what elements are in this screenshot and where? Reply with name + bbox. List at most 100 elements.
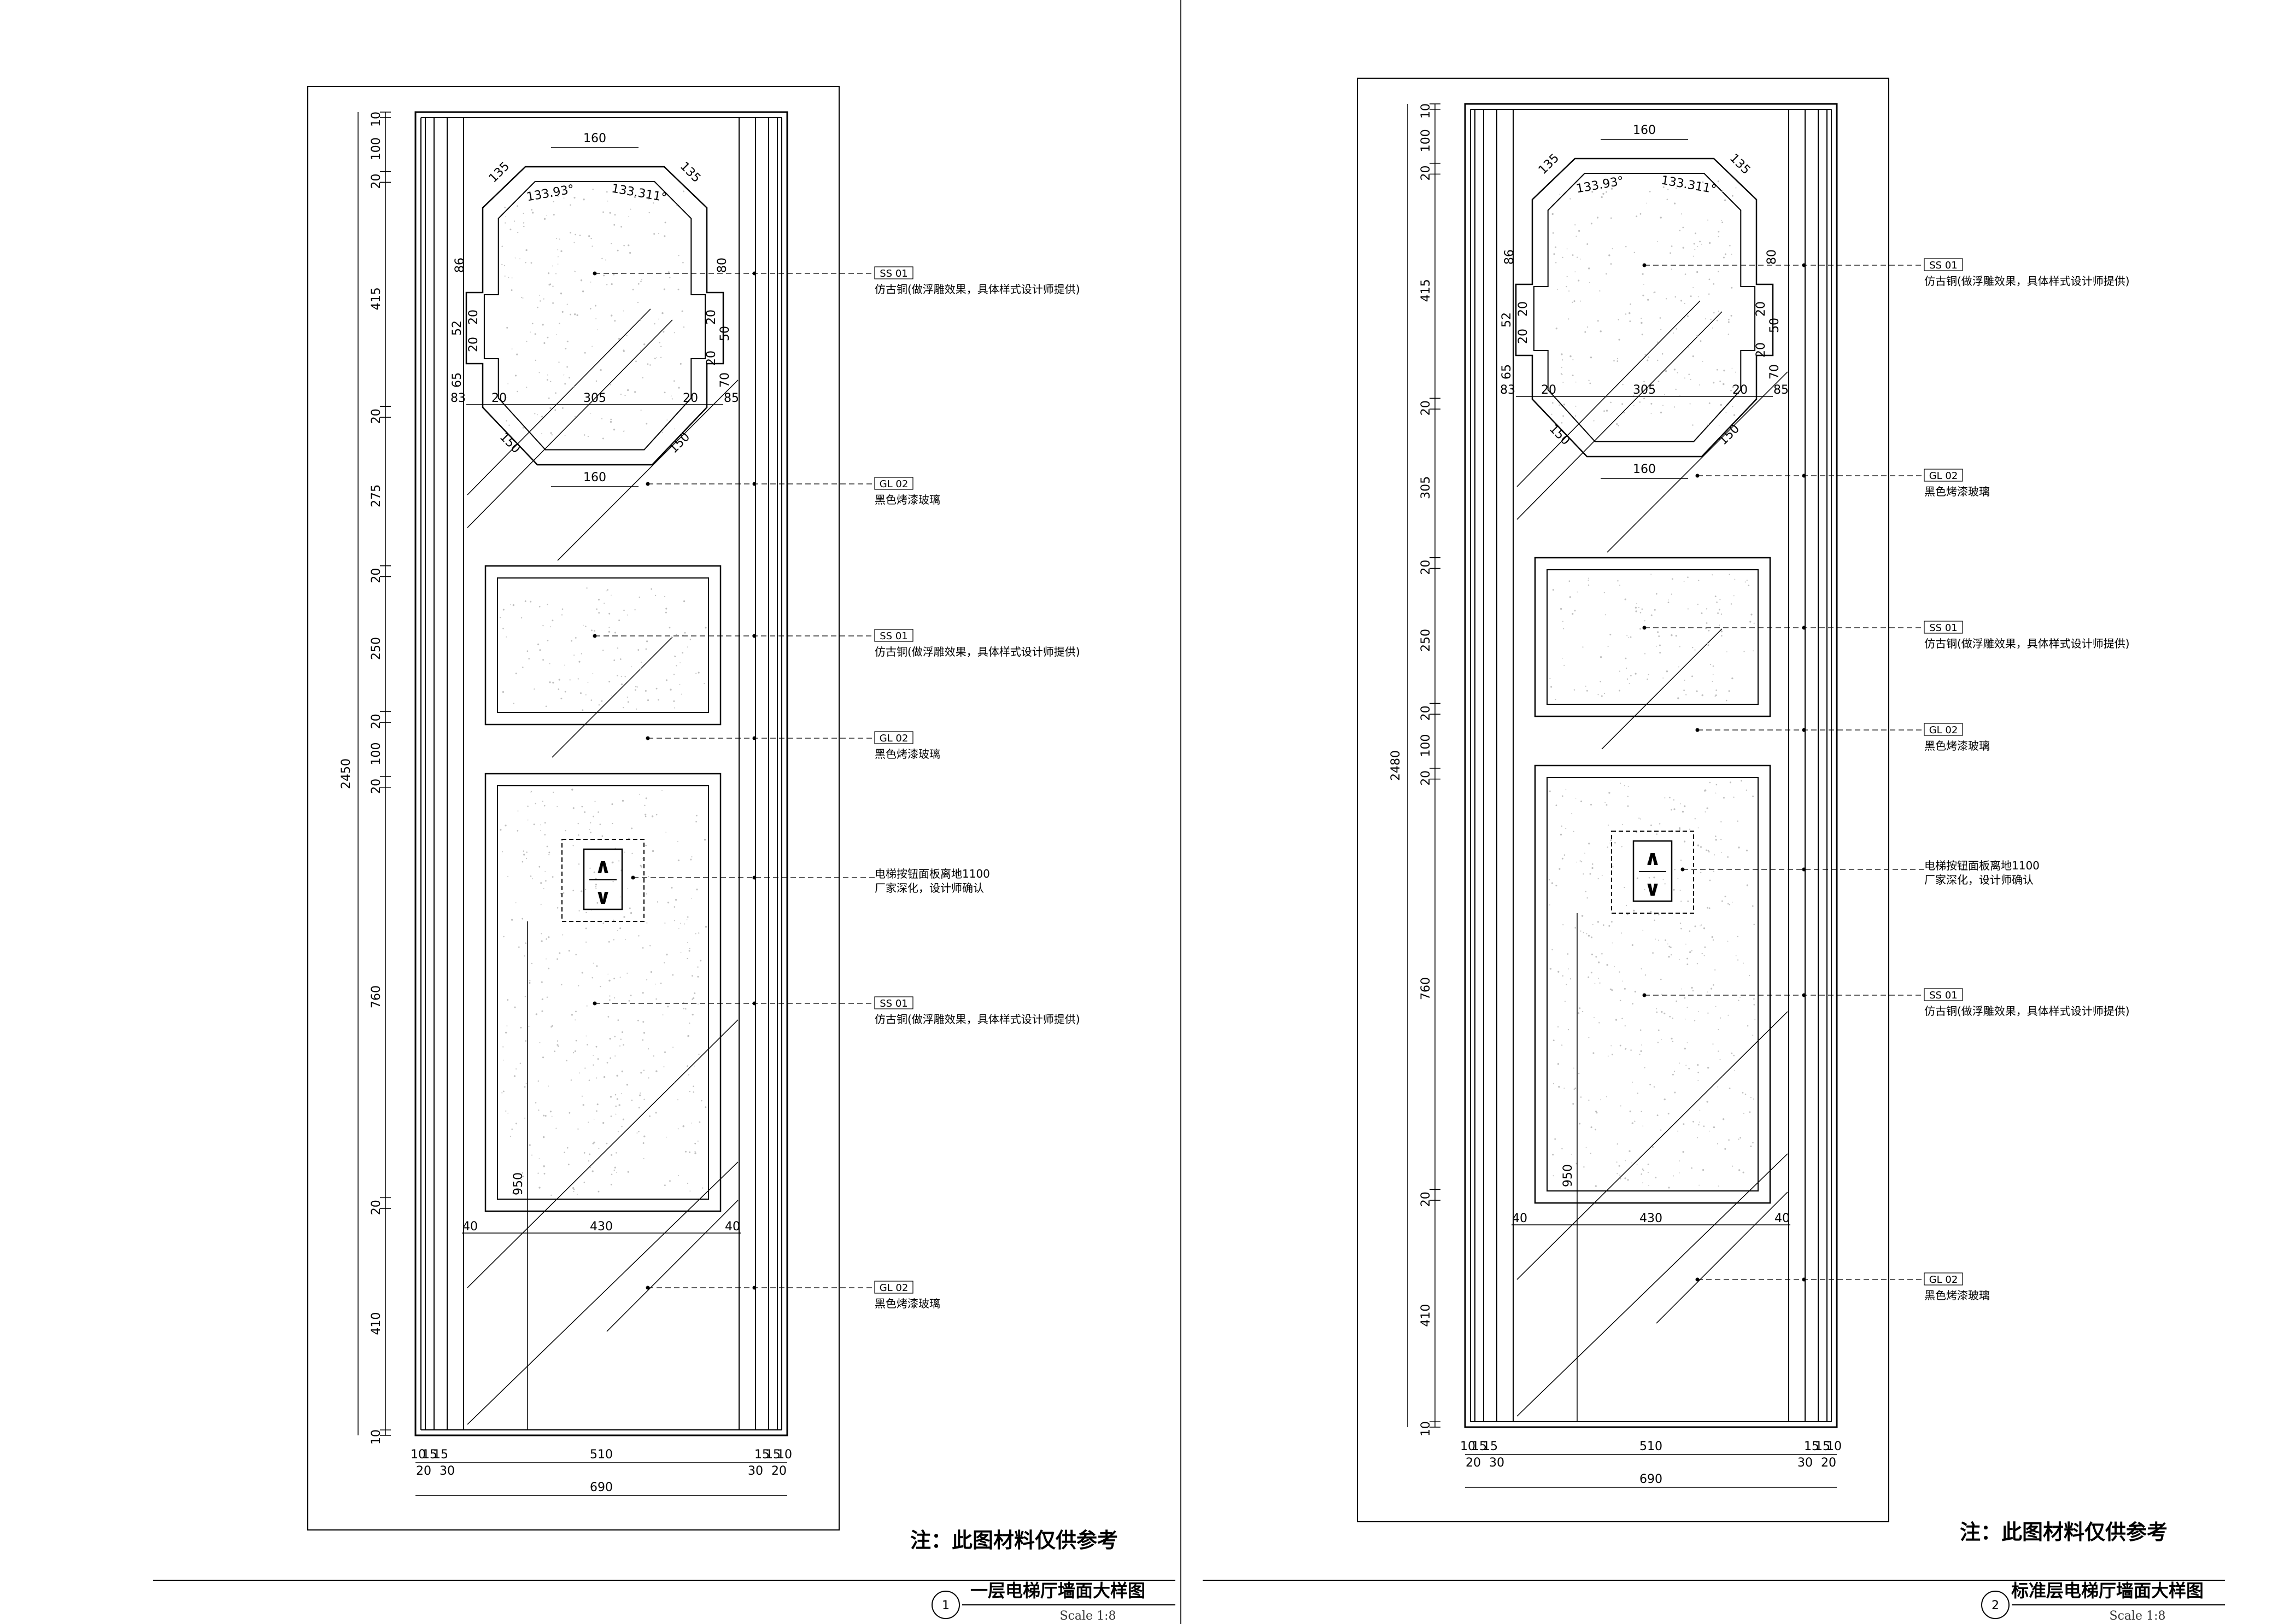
stone-speck [510, 604, 512, 605]
stone-speck [1700, 925, 1701, 927]
stone-speck [515, 1123, 517, 1125]
stone-speck [1639, 628, 1641, 630]
stone-speck [1569, 198, 1571, 200]
stone-speck [1708, 907, 1711, 909]
stone-speck [1629, 1150, 1631, 1152]
stone-speck [660, 346, 662, 347]
stone-speck [1655, 938, 1656, 940]
up-arrow-icon: ∧ [1644, 846, 1661, 870]
stone-speck [1601, 874, 1603, 876]
stone-speck [617, 675, 618, 676]
stone-speck [588, 1121, 589, 1123]
stone-speck [1622, 980, 1624, 982]
stone-speck [1620, 1105, 1621, 1107]
stone-speck [565, 829, 566, 832]
stone-speck [667, 901, 670, 904]
stone-speck [560, 697, 563, 699]
stone-speck [632, 289, 634, 291]
stone-speck [557, 806, 558, 807]
stone-speck [1561, 1148, 1563, 1149]
stone-speck [612, 822, 613, 825]
stone-speck [562, 934, 564, 936]
stone-speck [1679, 890, 1681, 891]
stone-speck [619, 927, 622, 930]
stone-speck [619, 896, 621, 898]
stone-speck [537, 1172, 539, 1174]
stone-speck [1653, 859, 1655, 861]
stone-speck [1574, 610, 1576, 612]
stone-speck [631, 852, 633, 854]
stone-speck [1691, 646, 1694, 649]
stone-speck [1650, 824, 1652, 826]
stone-speck [634, 196, 636, 198]
stone-speck [611, 283, 613, 285]
stone-speck [1574, 1087, 1577, 1089]
stone-speck [658, 233, 659, 235]
middle-panel-inner [1547, 569, 1759, 705]
stone-speck [635, 686, 637, 688]
stone-speck [1700, 340, 1702, 342]
stone-speck [1659, 823, 1661, 825]
stone-speck [1712, 984, 1714, 986]
stone-speck [1673, 1175, 1674, 1177]
stone-speck [676, 634, 677, 635]
stone-speck [1718, 1029, 1719, 1030]
stone-speck [1607, 646, 1609, 647]
dim-left-segment: 20 [1419, 560, 1433, 575]
stone-speck [635, 360, 637, 363]
stone-speck [1667, 1113, 1670, 1115]
stone-speck [572, 807, 575, 809]
stone-speck [537, 1080, 539, 1082]
stone-speck [624, 851, 625, 853]
stone-speck [593, 962, 594, 964]
stone-speck [1638, 606, 1639, 608]
dim-octagon-right-50: 50 [1768, 318, 1782, 333]
stone-speck [522, 861, 524, 863]
stone-speck [1712, 681, 1713, 682]
stone-speck [1679, 922, 1682, 924]
octagon-stone-texture [501, 189, 685, 441]
stone-speck [1679, 395, 1680, 396]
stone-speck [1696, 690, 1698, 692]
stone-speck [564, 435, 566, 436]
stone-speck [1616, 423, 1618, 425]
stone-speck [569, 679, 571, 681]
stone-speck [585, 1035, 587, 1037]
stone-speck [1668, 956, 1670, 958]
stone-speck [1696, 335, 1698, 337]
dim-octagon-right-20b: 20 [705, 350, 718, 366]
stone-speck [503, 1090, 505, 1093]
stone-speck [670, 636, 672, 638]
stone-speck [1619, 1175, 1621, 1176]
dim-left-segment: 10 [1419, 1421, 1433, 1436]
stone-speck [1698, 580, 1700, 581]
dim-octagon-bottom-85: 85 [724, 392, 739, 405]
stone-speck [1692, 255, 1694, 257]
stone-speck [592, 673, 594, 674]
lower-panel-inner [1547, 777, 1759, 1191]
stone-speck [564, 1152, 565, 1153]
stone-speck [534, 333, 536, 335]
stone-speck [1639, 1054, 1641, 1055]
stone-speck [1563, 664, 1565, 666]
stone-speck [1563, 404, 1566, 406]
stone-speck [526, 341, 528, 342]
stone-speck [522, 1172, 524, 1174]
stone-speck [610, 384, 612, 385]
stone-speck [528, 1026, 530, 1027]
stone-speck [514, 1006, 516, 1008]
stone-speck [672, 974, 674, 976]
title-number-circle [1981, 1591, 2010, 1619]
stone-speck [1673, 369, 1676, 371]
callout-code: GL 02 [1929, 470, 1958, 482]
stone-speck [1590, 936, 1592, 938]
stone-speck [1653, 1086, 1655, 1088]
stone-speck [1753, 1098, 1754, 1100]
stone-speck [1716, 601, 1718, 603]
stone-speck [602, 1121, 605, 1124]
dim-bottom-top: 15 [1472, 1440, 1487, 1453]
stone-speck [560, 250, 563, 253]
stone-speck [1572, 375, 1574, 377]
callout-code-box [1924, 723, 1963, 736]
stone-speck [665, 607, 667, 610]
